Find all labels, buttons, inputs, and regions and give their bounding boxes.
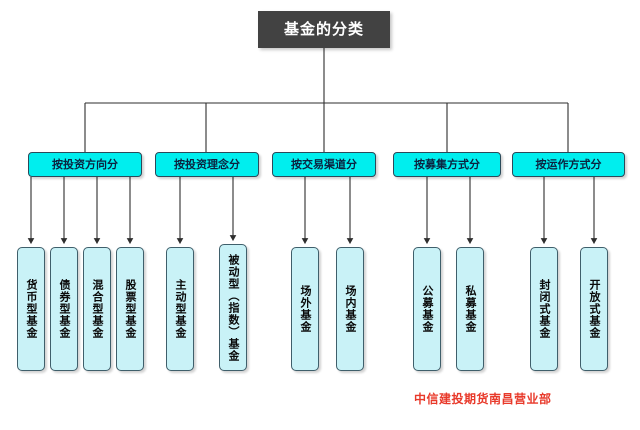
leaf-node-label: 股票型基金 <box>123 279 137 339</box>
category-node-trading-channel[interactable]: 按交易渠道分 <box>272 152 376 177</box>
leaf-node-passive-index-fund[interactable]: 被动型（指数）基金 <box>219 244 247 371</box>
leaf-node-label: 封闭式基金 <box>537 279 551 339</box>
leaf-node-label: 债券型基金 <box>57 279 71 339</box>
leaf-node-money-market-fund[interactable]: 货币型基金 <box>17 247 45 371</box>
leaf-node-closed-end-fund[interactable]: 封闭式基金 <box>530 247 558 371</box>
category-node-label: 按交易渠道分 <box>291 158 357 171</box>
category-node-label: 按运作方式分 <box>535 158 602 171</box>
leaf-node-label: 公募基金 <box>420 285 434 333</box>
root-node-label: 基金的分类 <box>283 20 364 38</box>
category-node-label: 按投资理念分 <box>174 158 240 171</box>
footer-credit: 中信建投期货南昌营业部 <box>414 392 552 406</box>
leaf-node-exchange-traded-fund[interactable]: 场内基金 <box>336 247 364 371</box>
leaf-node-label: 主动型基金 <box>173 279 187 339</box>
leaf-node-hybrid-fund[interactable]: 混合型基金 <box>83 247 111 371</box>
leaf-node-label: 场外基金 <box>298 285 312 333</box>
leaf-node-label: 场内基金 <box>343 285 357 333</box>
category-node-label: 按募集方式分 <box>414 158 480 171</box>
category-node-investment-direction[interactable]: 按投资方向分 <box>28 152 142 177</box>
leaf-node-active-fund[interactable]: 主动型基金 <box>166 247 194 371</box>
category-node-label: 按投资方向分 <box>52 158 118 171</box>
leaf-node-equity-fund[interactable]: 股票型基金 <box>116 247 144 371</box>
leaf-node-label: 被动型（指数）基金 <box>226 253 240 362</box>
root-node[interactable]: 基金的分类 <box>258 11 390 48</box>
leaf-node-public-fund[interactable]: 公募基金 <box>413 247 441 371</box>
leaf-node-otc-fund[interactable]: 场外基金 <box>291 247 319 371</box>
category-node-investment-philosophy[interactable]: 按投资理念分 <box>155 152 259 177</box>
leaf-node-label: 开放式基金 <box>587 279 601 339</box>
category-node-fundraising-method[interactable]: 按募集方式分 <box>393 152 501 177</box>
leaf-node-label: 货币型基金 <box>24 279 38 339</box>
category-node-operation-method[interactable]: 按运作方式分 <box>512 152 625 177</box>
leaf-node-open-end-fund[interactable]: 开放式基金 <box>580 247 608 371</box>
leaf-node-bond-fund[interactable]: 债券型基金 <box>50 247 78 371</box>
leaf-node-label: 私募基金 <box>463 285 477 333</box>
leaf-node-private-fund[interactable]: 私募基金 <box>456 247 484 371</box>
leaf-node-label: 混合型基金 <box>90 279 104 339</box>
